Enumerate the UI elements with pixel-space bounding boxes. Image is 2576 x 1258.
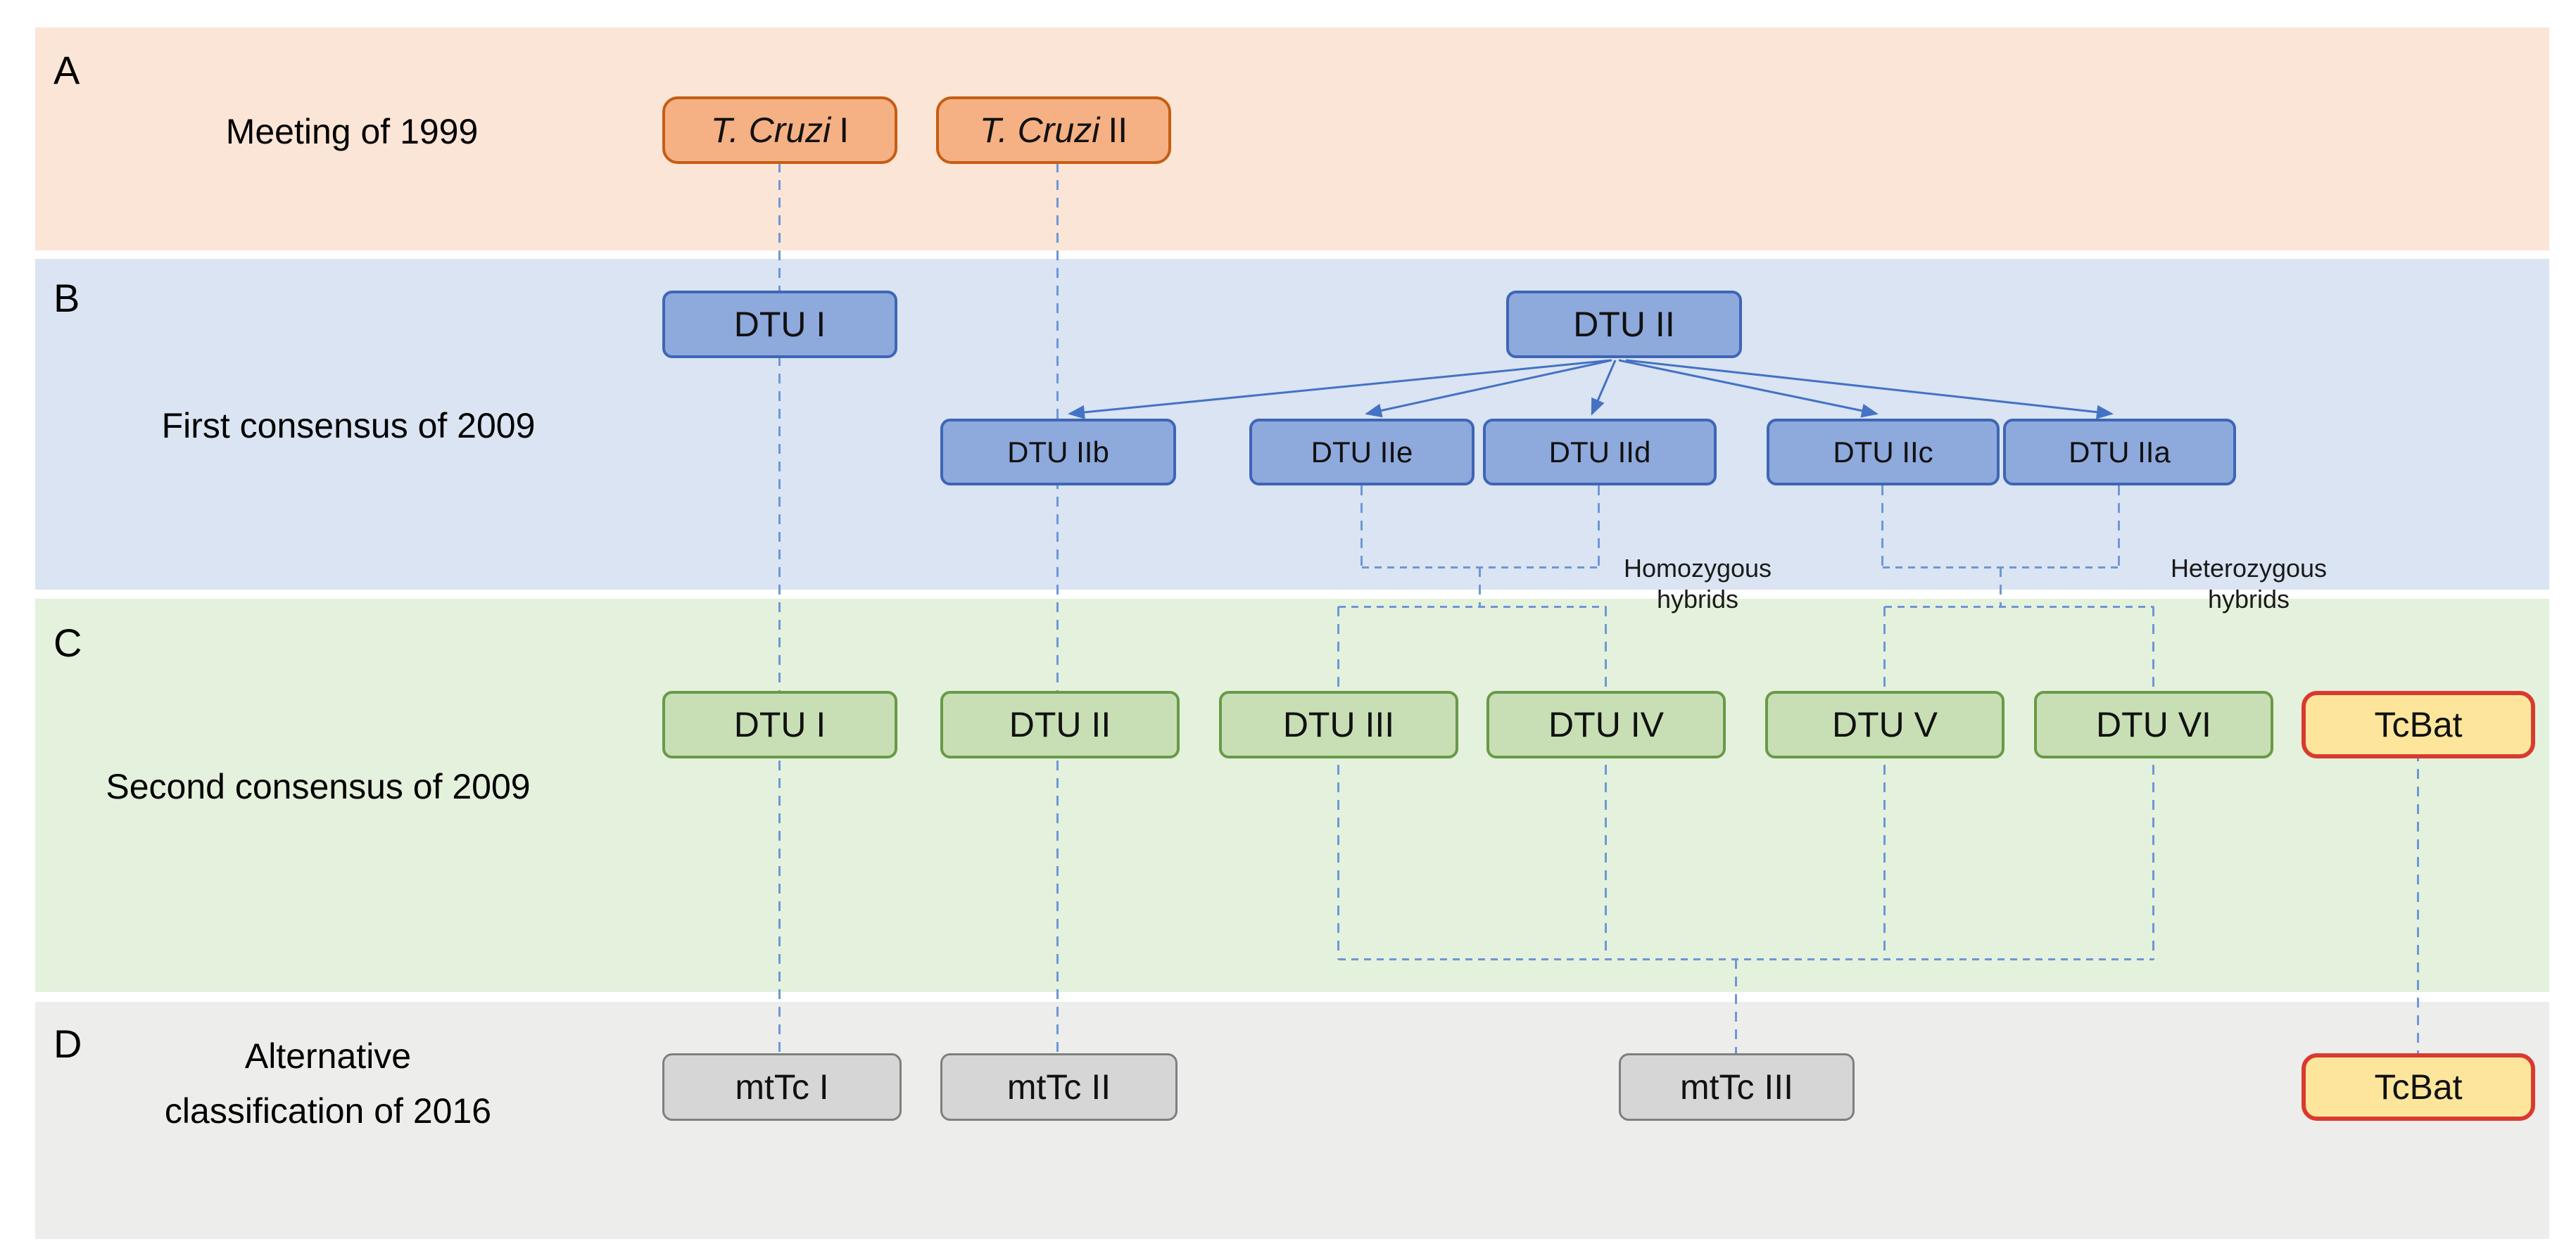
node-dtu-iii-2009: DTU III — [1219, 691, 1458, 758]
arrow-dtu-ii-to-iib — [1068, 359, 1612, 419]
row-title-c: Second consensus of 2009 — [106, 767, 531, 806]
node-mttc-iii: mtTc III — [1619, 1053, 1855, 1121]
node-tcruzi-i-species: T. Cruzi — [710, 110, 831, 150]
arrow-dtu-ii-to-iic — [1618, 359, 1879, 418]
connector-dtu-iv-vertical — [1605, 606, 1607, 960]
row-title-b: First consensus of 2009 — [161, 406, 536, 445]
node-dtu-ii-2009: DTU II — [940, 691, 1180, 758]
connector-homozygous-mid-drop — [1479, 567, 1481, 607]
connector-dtu-iid-stub — [1598, 485, 1600, 568]
annotation-homozygous-line1: Homozygous — [1623, 554, 1772, 583]
annotation-heterozygous-line2: hybrids — [2207, 585, 2290, 614]
band-meeting-1999 — [35, 27, 2549, 250]
node-dtu-ii-1999: DTU II — [1506, 291, 1742, 358]
connector-homozygous-horizontal — [1362, 566, 1599, 568]
node-tcruzi-ii-numeral: II — [1108, 110, 1128, 150]
row-title-d: Alternative classification of 2016 — [82, 1029, 574, 1138]
node-dtu-iie: DTU IIe — [1249, 419, 1475, 485]
panel-letter-c: C — [53, 621, 82, 665]
connector-dtu-iia-stub — [2118, 485, 2120, 568]
node-dtu-i-1999: DTU I — [662, 291, 897, 358]
node-dtu-iid: DTU IId — [1483, 419, 1717, 485]
row-title-a: Meeting of 1999 — [225, 112, 479, 151]
node-dtu-iia: DTU IIa — [2003, 419, 2236, 485]
connector-heterozygous-bracket-top — [1885, 606, 2154, 608]
annotation-heterozygous-line1: Heterozygous — [2170, 554, 2328, 583]
annotation-homozygous-line2: hybrids — [1656, 585, 1739, 614]
connector-dtu-iic-stub — [1881, 485, 1883, 568]
annotation-heterozygous-hybrids: Heterozygous hybrids — [2140, 553, 2358, 615]
node-dtu-iib: DTU IIb — [940, 419, 1176, 485]
node-mttc-ii: mtTc II — [940, 1053, 1177, 1121]
node-tcruzi-ii: T. Cruzi II — [936, 96, 1171, 164]
band-alternative-2016 — [35, 1002, 2549, 1239]
row-title-d-line1: Alternative — [244, 1036, 412, 1076]
node-mttc-i: mtTc I — [662, 1053, 902, 1121]
node-dtu-v-2009: DTU V — [1765, 691, 2004, 758]
connector-heterozygous-mid-drop — [2000, 567, 2002, 607]
panel-letter-a: A — [53, 48, 80, 92]
arrow-dtu-ii-to-iie — [1365, 359, 1612, 418]
node-tcbat-2009: TcBat — [2302, 691, 2535, 758]
node-tcruzi-i: T. Cruzi I — [662, 96, 897, 164]
node-dtu-iic: DTU IIc — [1767, 419, 2000, 485]
arrow-dtu-ii-to-iia — [1625, 359, 2114, 419]
connector-mttc-iii-drop — [1735, 959, 1737, 1053]
node-dtu-iv-2009: DTU IV — [1486, 691, 1726, 758]
annotation-homozygous-hybrids: Homozygous hybrids — [1592, 553, 1803, 615]
panel-letter-b: B — [53, 276, 80, 320]
connector-heterozygous-horizontal — [1883, 566, 2119, 568]
node-dtu-i-2009: DTU I — [662, 691, 897, 758]
connector-column2-vertical — [1056, 163, 1059, 1053]
arrow-dtu-ii-to-iid — [1591, 360, 1617, 416]
connector-dtu-iii-vertical — [1337, 606, 1339, 960]
connector-homozygous-bracket-top — [1339, 606, 1606, 608]
connector-dtu-v-vertical — [1883, 606, 1886, 960]
connector-bottom-horizontal — [1339, 958, 2154, 960]
node-tcbat-2016: TcBat — [2302, 1053, 2535, 1121]
band-second-consensus-2009 — [35, 599, 2549, 992]
connector-dtu-vi-vertical — [2152, 606, 2154, 960]
connector-column1-vertical — [778, 163, 781, 1053]
node-dtu-vi-2009: DTU VI — [2034, 691, 2273, 758]
panel-letter-d: D — [53, 1022, 82, 1066]
row-title-d-line2: classification of 2016 — [164, 1091, 492, 1131]
connector-dtu-iie-stub — [1360, 485, 1363, 568]
node-tcruzi-i-numeral: I — [839, 110, 850, 150]
connector-tcbat-vertical — [2417, 751, 2419, 1053]
node-tcruzi-ii-species: T. Cruzi — [979, 110, 1100, 150]
